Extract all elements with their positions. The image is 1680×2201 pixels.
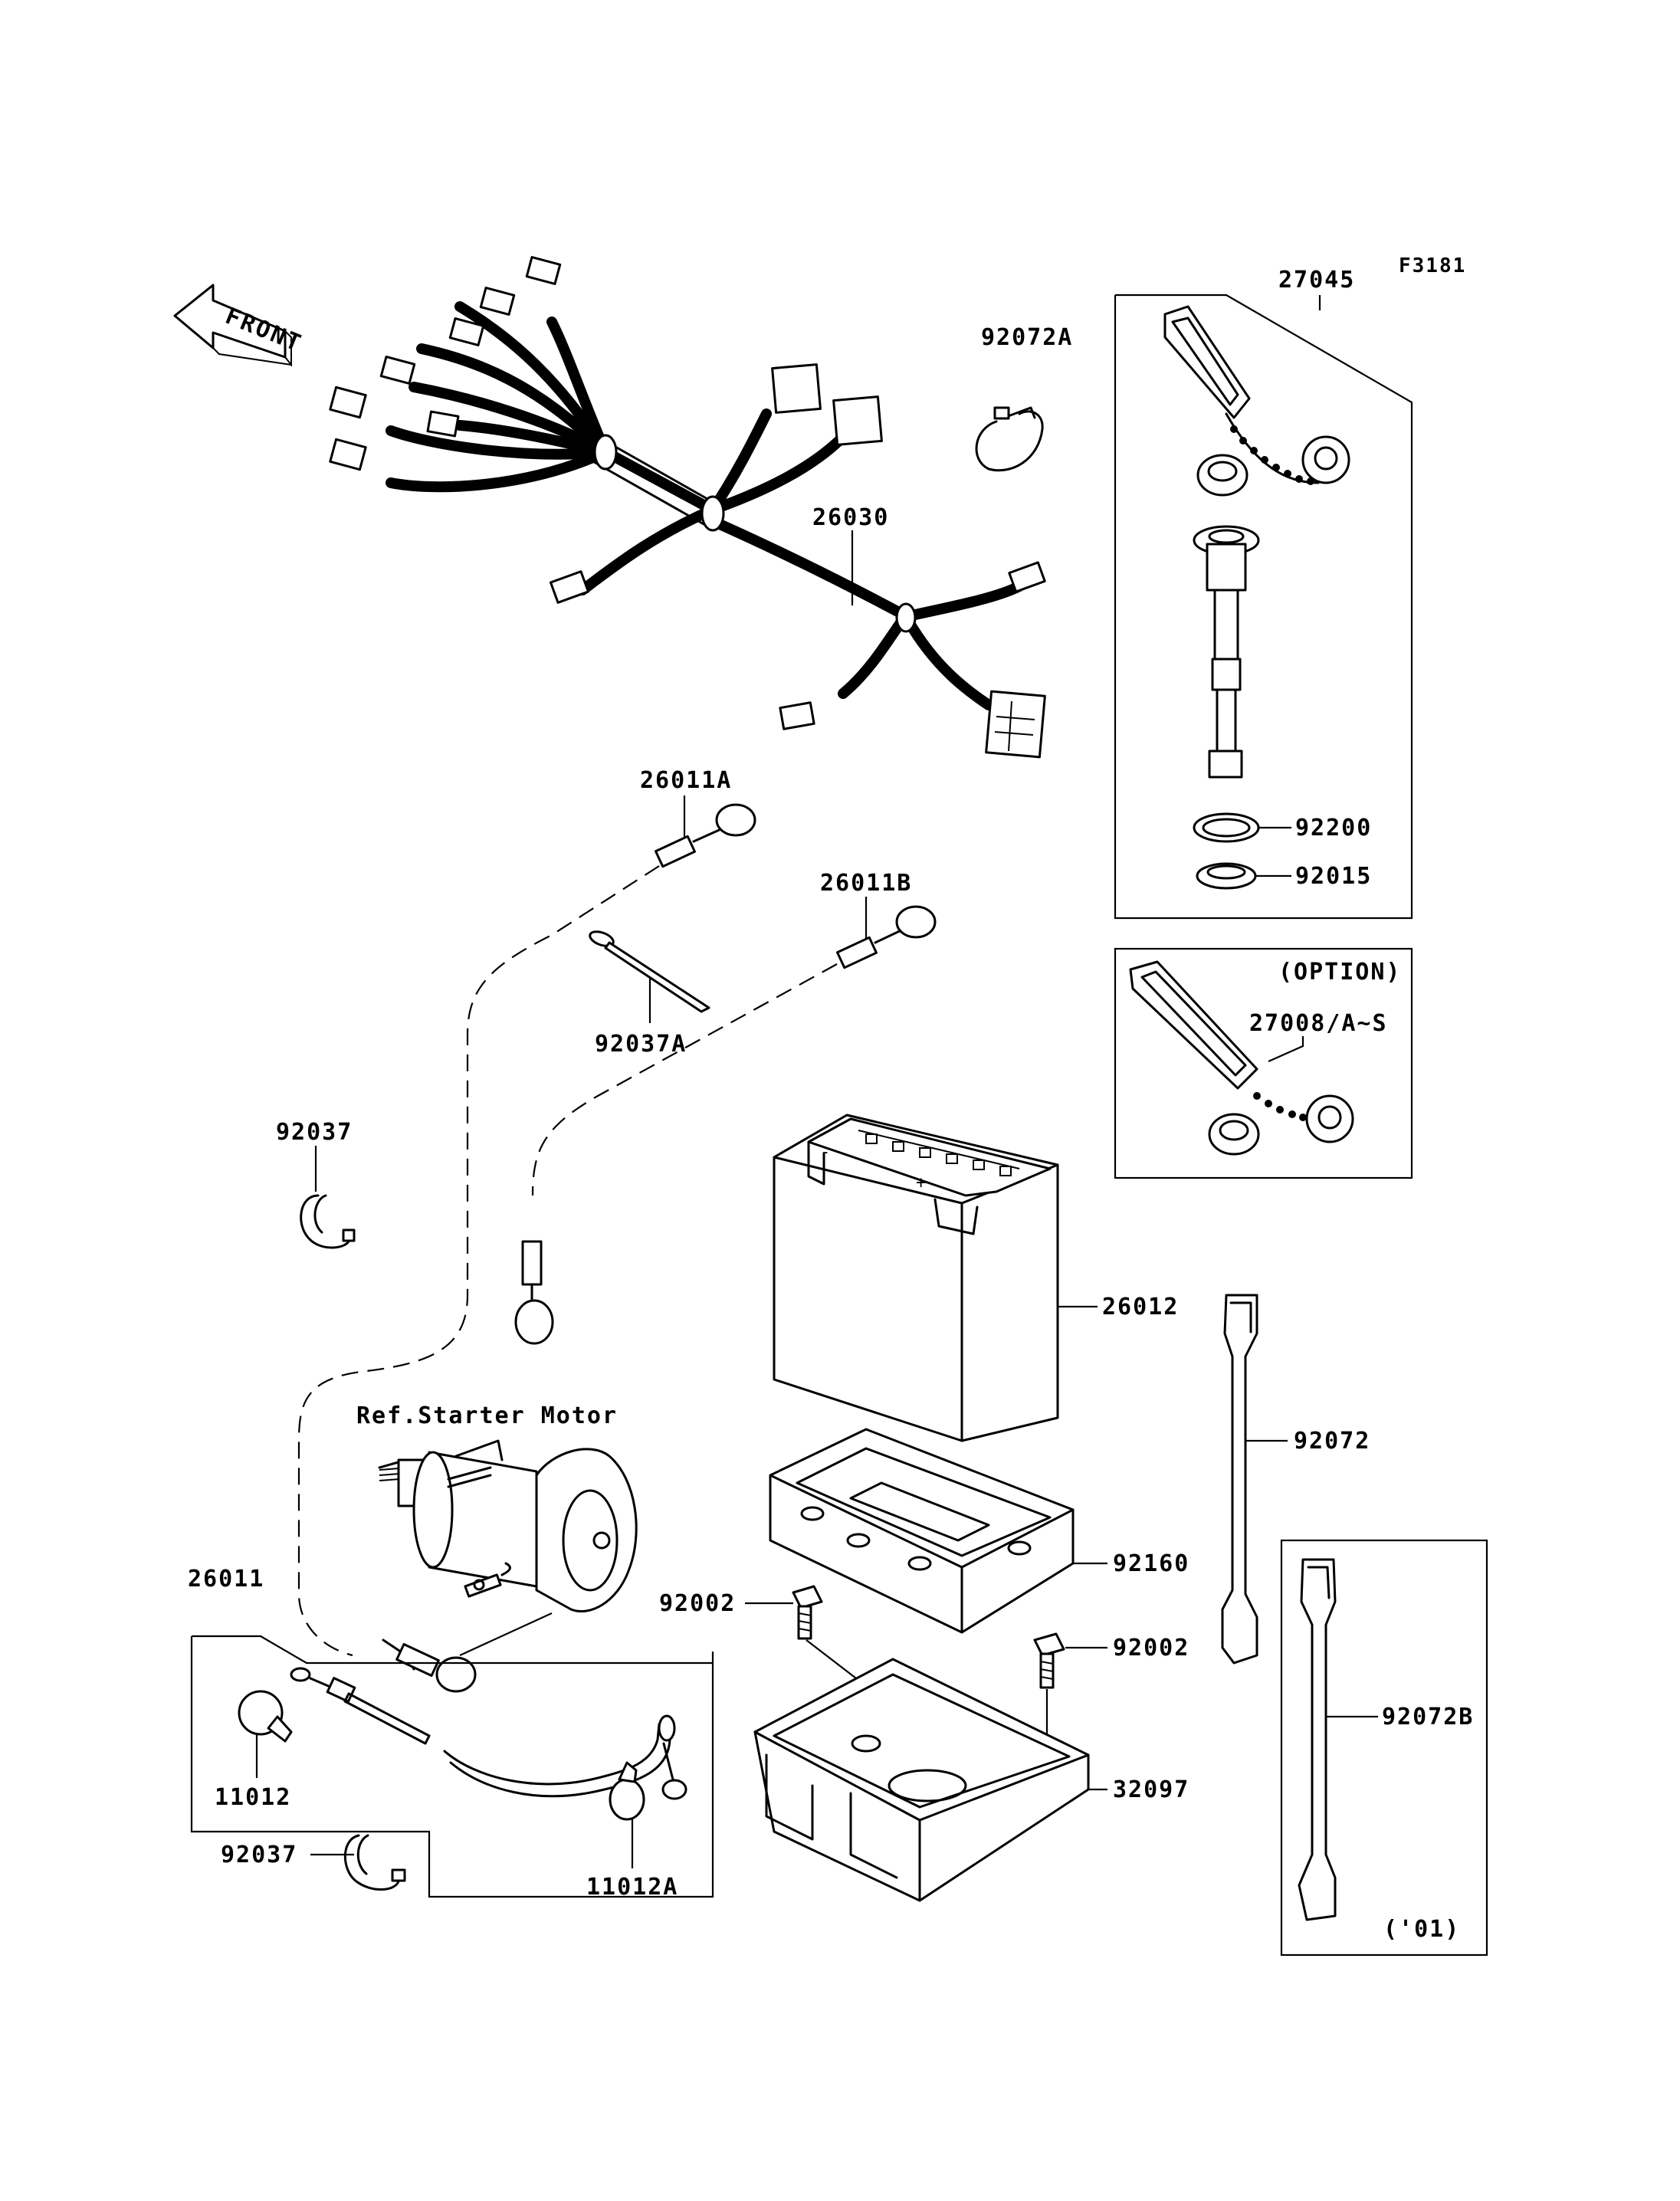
label-92072B: 92072B xyxy=(1382,1704,1474,1730)
label-year: ('01) xyxy=(1383,1916,1460,1943)
label-26012: 26012 xyxy=(1102,1294,1179,1320)
label-92002-left: 92002 xyxy=(659,1590,736,1617)
label-26011: 26011 xyxy=(188,1566,264,1593)
label-92037-bottom: 92037 xyxy=(221,1842,297,1868)
label-ref-starter-motor: Ref.Starter Motor xyxy=(356,1402,618,1429)
label-26030: 26030 xyxy=(812,504,889,531)
label-option: (OPTION) xyxy=(1278,959,1402,986)
front-arrow-icon: FRONT xyxy=(173,284,307,367)
label-32097: 32097 xyxy=(1113,1776,1189,1803)
cable-26011A xyxy=(297,795,756,1657)
label-92037-top: 92037 xyxy=(276,1119,353,1146)
box-26011 xyxy=(190,1635,714,1898)
box-option-27008 xyxy=(1114,947,1413,1179)
label-92072: 92072 xyxy=(1294,1428,1370,1455)
cable-26011B xyxy=(514,897,937,1345)
clamp-92037-top xyxy=(300,1146,356,1249)
label-11012: 11012 xyxy=(215,1784,291,1811)
figure-code: F3181 xyxy=(1399,254,1466,277)
label-92200: 92200 xyxy=(1295,815,1372,841)
battery-case-32097 xyxy=(753,1658,1107,1902)
label-27045: 27045 xyxy=(1278,267,1355,294)
starter-cable-end xyxy=(382,1612,553,1693)
cotter-pin-92037A xyxy=(589,930,710,1023)
svg-text:+: + xyxy=(916,1173,926,1192)
label-27008: 27008/A~S xyxy=(1249,1010,1388,1037)
bolt-92002-left xyxy=(745,1585,867,1687)
label-26011A: 26011A xyxy=(640,767,732,794)
box-27045 xyxy=(1114,294,1413,920)
box-92072B xyxy=(1280,1539,1488,1957)
label-11012A: 11012A xyxy=(586,1874,678,1901)
battery-26012: - + xyxy=(773,1114,1098,1442)
label-92072A: 92072A xyxy=(981,324,1073,351)
battery-tray-92160 xyxy=(769,1428,1107,1634)
cable-tie-92072A xyxy=(975,406,1044,472)
svg-text:-: - xyxy=(820,1143,830,1162)
label-26011B: 26011B xyxy=(820,870,912,897)
clamp-92037-bottom xyxy=(310,1834,406,1891)
label-92160: 92160 xyxy=(1113,1550,1189,1577)
bolt-92002-right xyxy=(1033,1632,1107,1755)
label-92002-right: 92002 xyxy=(1113,1635,1189,1661)
starter-motor xyxy=(378,1439,638,1613)
main-wire-harness xyxy=(329,256,1046,759)
label-92037A: 92037A xyxy=(595,1031,687,1058)
strap-92072 xyxy=(1221,1294,1288,1665)
label-92015: 92015 xyxy=(1295,863,1372,890)
